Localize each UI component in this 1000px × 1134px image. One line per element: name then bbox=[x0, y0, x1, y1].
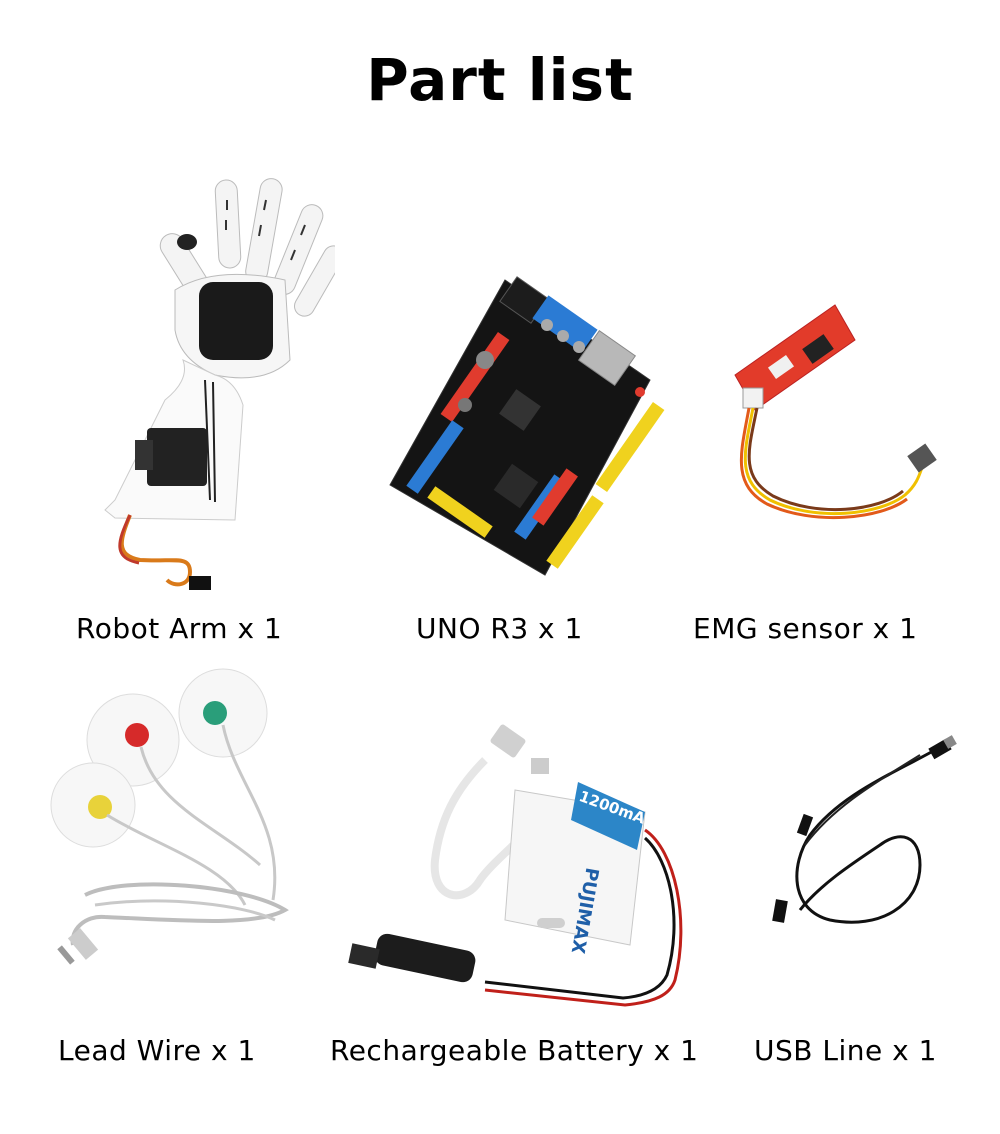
emg-sensor-label: EMG sensor x 1 bbox=[693, 612, 918, 645]
rechargeable-battery-image: 1200mAh PUJIMAX bbox=[348, 724, 683, 1007]
robot-arm-image bbox=[104, 178, 335, 590]
uno-r3-board-image bbox=[389, 276, 665, 576]
lead-wire-label: Lead Wire x 1 bbox=[58, 1034, 256, 1067]
page-title: Part list bbox=[366, 46, 634, 114]
robot-arm-label: Robot Arm x 1 bbox=[76, 612, 283, 645]
lead-wire-image bbox=[50, 668, 289, 965]
rechargeable-battery-label: Rechargeable Battery x 1 bbox=[330, 1034, 699, 1067]
usb-line-image bbox=[772, 735, 957, 924]
uno-r3-label: UNO R3 x 1 bbox=[416, 612, 583, 645]
emg-sensor-image bbox=[734, 304, 937, 520]
usb-line-label: USB Line x 1 bbox=[754, 1034, 937, 1067]
